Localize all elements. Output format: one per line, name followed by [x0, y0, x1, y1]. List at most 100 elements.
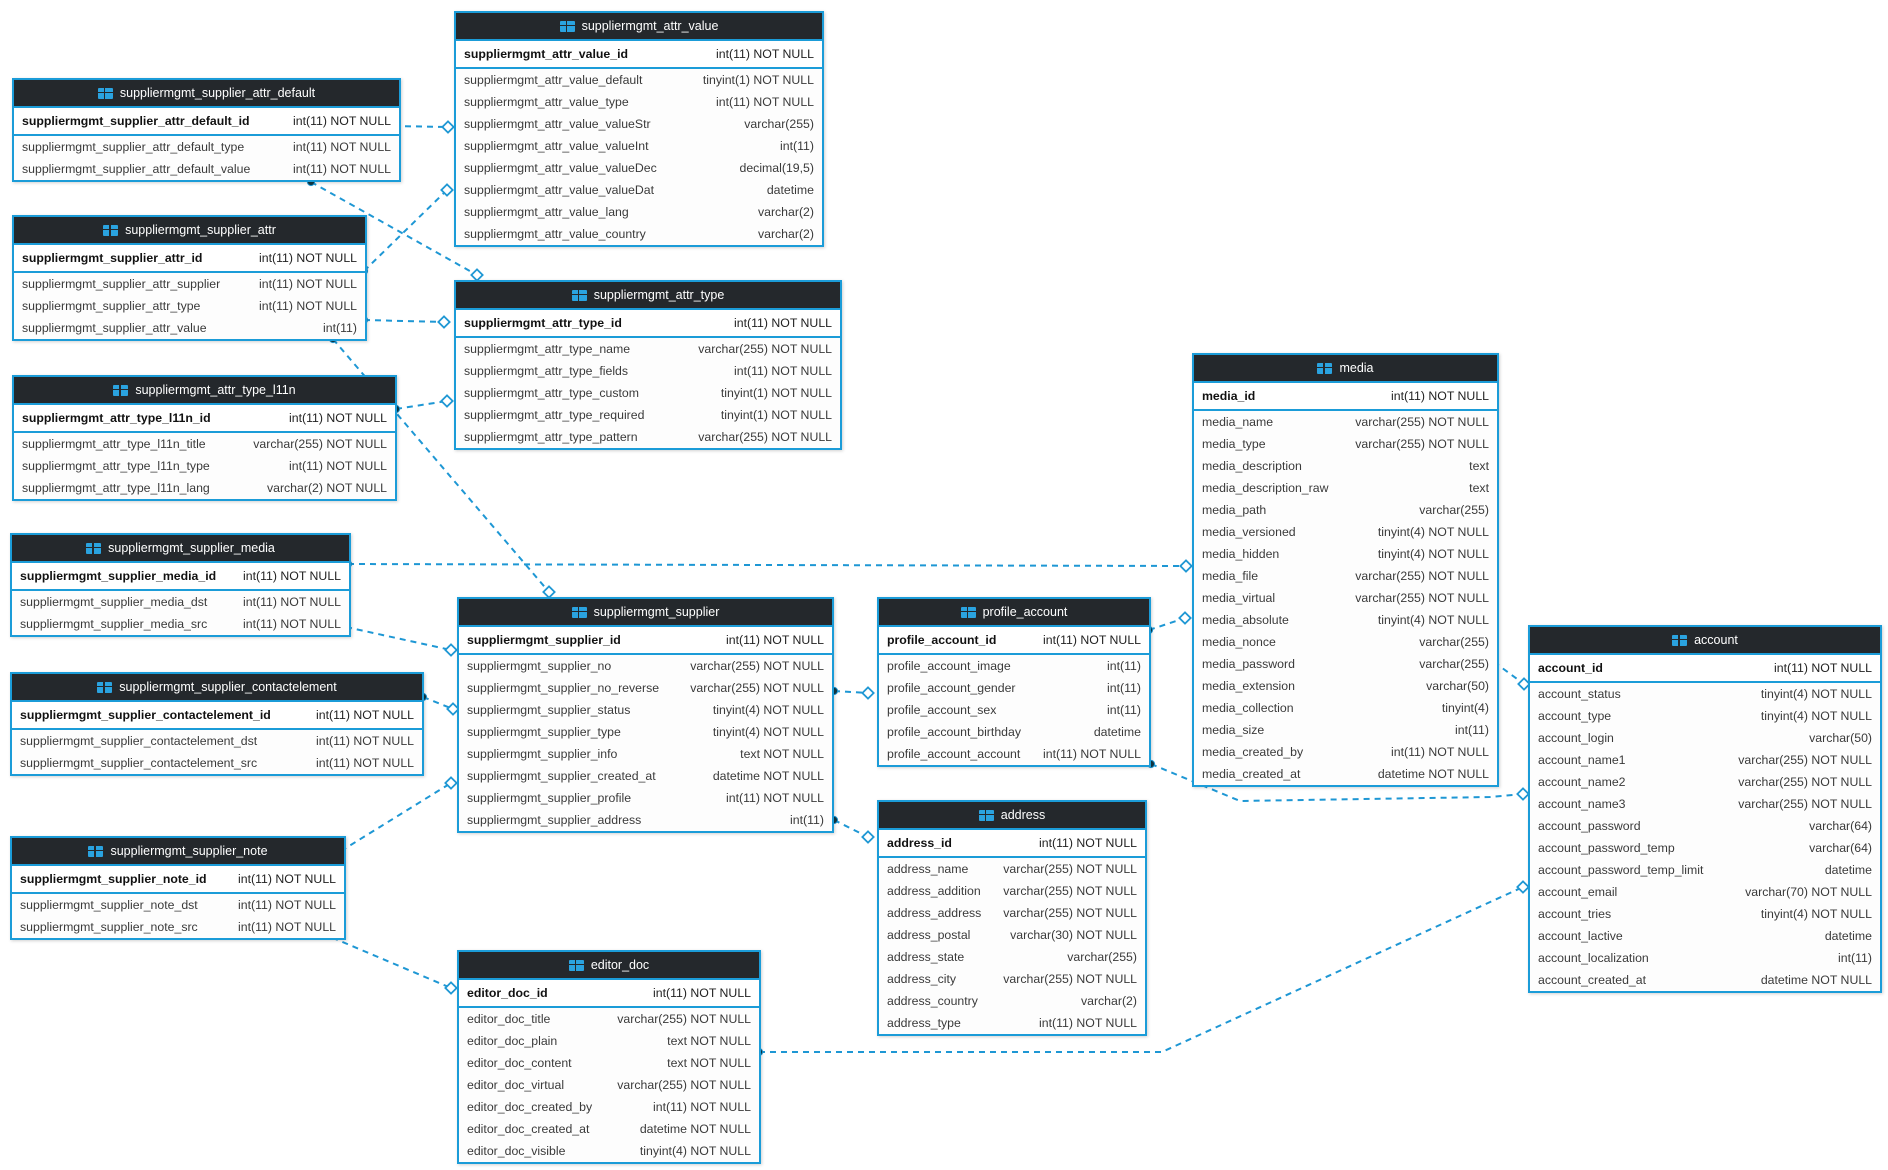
- column-type: varchar(2): [757, 205, 814, 219]
- column-type: int(11): [780, 139, 814, 153]
- table-header[interactable]: suppliermgmt_supplier_media: [12, 535, 349, 563]
- table-header[interactable]: editor_doc: [459, 952, 759, 980]
- column-row: address_state varchar(255): [879, 946, 1145, 968]
- table-title: suppliermgmt_supplier_media: [108, 541, 275, 555]
- column-name: media_virtual: [1202, 591, 1276, 605]
- table-header[interactable]: suppliermgmt_supplier: [459, 599, 832, 627]
- table-title: suppliermgmt_attr_value: [581, 19, 719, 33]
- column-name: media_name: [1202, 415, 1274, 429]
- column-name: suppliermgmt_supplier_contactelement_dst: [20, 734, 258, 748]
- table-suppliermgmt_attr_value[interactable]: suppliermgmt_attr_value suppliermgmt_attr…: [454, 11, 824, 247]
- column-name: suppliermgmt_supplier_media_dst: [20, 595, 208, 609]
- column-name: suppliermgmt_attr_value_lang: [464, 205, 629, 219]
- relationship-line-suppliermgmt_supplier_attr-to-suppliermgmt_attr_type[interactable]: [363, 319, 445, 323]
- column-name: address_state: [887, 950, 965, 964]
- column-type: varchar(255): [1419, 503, 1489, 517]
- column-name: address_country: [887, 994, 978, 1008]
- relationship-line-suppliermgmt_supplier-to-address[interactable]: [833, 819, 869, 838]
- table-header[interactable]: address: [879, 802, 1145, 830]
- relationship-line-suppliermgmt_supplier-to-profile_account[interactable]: [833, 690, 869, 694]
- column-type: varchar(255) NOT NULL: [1738, 775, 1872, 789]
- column-type: decimal(19,5): [739, 161, 815, 175]
- relationship-line-suppliermgmt_supplier_attr-to-suppliermgmt_attr_value[interactable]: [363, 189, 448, 272]
- table-header[interactable]: suppliermgmt_supplier_contactelement: [12, 674, 422, 702]
- column-name: account_id: [1538, 661, 1603, 675]
- column-name: media_password: [1202, 657, 1295, 671]
- column-name: suppliermgmt_supplier_attr_supplier: [22, 277, 221, 291]
- column-type: varchar(255) NOT NULL: [698, 342, 832, 356]
- table-title: profile_account: [982, 605, 1068, 619]
- column-name: editor_doc_created_by: [467, 1100, 593, 1114]
- column-type: int(11) NOT NULL: [243, 595, 341, 609]
- table-suppliermgmt_supplier_attr[interactable]: suppliermgmt_supplier_attr suppliermgmt_s…: [12, 215, 367, 341]
- column-type: int(11) NOT NULL: [243, 569, 341, 583]
- table-suppliermgmt_attr_type[interactable]: suppliermgmt_attr_type suppliermgmt_attr_…: [454, 280, 842, 450]
- relationship-target-diamond: [861, 686, 875, 700]
- table-header[interactable]: suppliermgmt_supplier_note: [12, 838, 344, 866]
- relationship-target-diamond: [542, 585, 556, 599]
- column-type: int(11): [1107, 659, 1141, 673]
- column-type: varchar(255): [1067, 950, 1137, 964]
- relationship-line-suppliermgmt_supplier_note-to-suppliermgmt_supplier[interactable]: [340, 782, 452, 852]
- table-header[interactable]: suppliermgmt_attr_type: [456, 282, 840, 310]
- relationship-line-suppliermgmt_supplier_media-to-suppliermgmt_supplier[interactable]: [345, 626, 452, 651]
- table-suppliermgmt_supplier[interactable]: suppliermgmt_supplier suppliermgmt_suppli…: [457, 597, 834, 833]
- column-name: media_extension: [1202, 679, 1295, 693]
- relationship-line-suppliermgmt_supplier_media-to-media[interactable]: [347, 563, 1187, 567]
- table-header[interactable]: account: [1530, 627, 1880, 655]
- column-type: varchar(2): [757, 227, 814, 241]
- relationship-line-suppliermgmt_attr_type_l11n-to-suppliermgmt_attr_type[interactable]: [395, 400, 448, 410]
- table-header[interactable]: media: [1194, 355, 1497, 383]
- column-name: suppliermgmt_supplier_status: [467, 703, 631, 717]
- relationship-line-editor_doc-to-account[interactable]: [759, 886, 1524, 1053]
- column-name: account_email: [1538, 885, 1618, 899]
- column-type: datetime: [1824, 929, 1872, 943]
- column-type: varchar(255): [744, 117, 814, 131]
- column-name: editor_doc_plain: [467, 1034, 558, 1048]
- column-type: text NOT NULL: [667, 1034, 751, 1048]
- relationship-line-profile_account-to-media[interactable]: [1148, 617, 1186, 631]
- table-header[interactable]: profile_account: [879, 599, 1149, 627]
- relationship-line-suppliermgmt_supplier_contactelement-to-suppliermgmt_supplier[interactable]: [422, 696, 454, 710]
- relationship-target-diamond: [1517, 677, 1531, 691]
- table-icon: [568, 959, 584, 971]
- column-type: varchar(255) NOT NULL: [617, 1078, 751, 1092]
- column-type: varchar(50): [1426, 679, 1489, 693]
- column-type: int(11) NOT NULL: [316, 708, 414, 722]
- relationship-line-suppliermgmt_supplier_attr_default-to-suppliermgmt_attr_value[interactable]: [393, 125, 449, 128]
- relationship-line-suppliermgmt_supplier_attr_default-to-suppliermgmt_attr_type[interactable]: [310, 181, 478, 276]
- table-header[interactable]: suppliermgmt_supplier_attr: [14, 217, 365, 245]
- column-name: account_login: [1538, 731, 1614, 745]
- column-name: suppliermgmt_attr_value_valueInt: [464, 139, 649, 153]
- column-name: suppliermgmt_supplier_attr_default_value: [22, 162, 251, 176]
- table-header[interactable]: suppliermgmt_supplier_attr_default: [14, 80, 399, 108]
- table-header[interactable]: suppliermgmt_attr_value: [456, 13, 822, 41]
- table-icon: [559, 20, 575, 32]
- table-header[interactable]: suppliermgmt_attr_type_l11n: [14, 377, 395, 405]
- table-suppliermgmt_supplier_media[interactable]: suppliermgmt_supplier_media suppliermgmt_…: [10, 533, 351, 637]
